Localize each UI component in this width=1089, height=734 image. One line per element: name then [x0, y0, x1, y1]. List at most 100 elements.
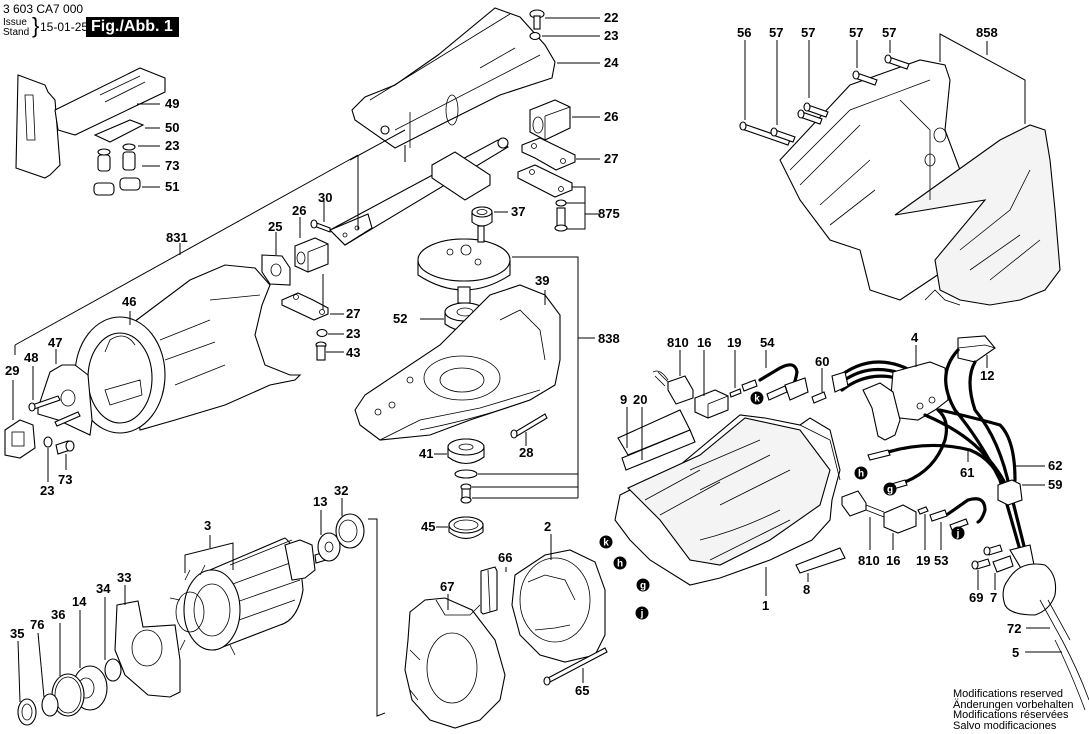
issue-label: Issue Stand — [3, 18, 29, 38]
callout-19: 19 — [727, 335, 741, 350]
callout-28: 28 — [519, 445, 533, 460]
housing-cover — [351, 7, 556, 162]
callout-810: 810 — [667, 335, 689, 350]
callout-51: 51 — [165, 179, 179, 194]
callout-32: 32 — [334, 483, 348, 498]
callout-49: 49 — [165, 96, 179, 111]
callout-73: 73 — [58, 472, 72, 487]
callout-4: 4 — [911, 330, 919, 345]
callout-19: 19 — [916, 553, 930, 568]
callout-20: 20 — [633, 392, 647, 407]
callout-23: 23 — [604, 28, 618, 43]
svg-text:h: h — [858, 469, 864, 480]
callout-22: 22 — [604, 10, 618, 25]
guide-block-26 — [529, 99, 571, 141]
plate-25 — [261, 254, 291, 286]
plug-12 — [957, 335, 996, 363]
brace-glyph: } — [32, 13, 40, 38]
connector-g: g — [636, 578, 650, 592]
callout-26: 26 — [292, 203, 306, 218]
strain-relief — [1002, 544, 1089, 711]
callout-50: 50 — [165, 120, 179, 135]
connector-g-wire: g — [883, 482, 897, 496]
plate-27b — [281, 292, 329, 321]
field-stator-2 — [511, 549, 606, 663]
notice-es: Salvo modificaciones — [953, 719, 1057, 732]
callout-73: 73 — [165, 158, 179, 173]
issue-label-de: Stand — [3, 27, 30, 38]
gear-wheel — [417, 225, 511, 304]
callout-8: 8 — [803, 582, 810, 597]
plunger-rod — [329, 137, 510, 246]
callout-57: 57 — [769, 25, 783, 40]
issue-label-en: Issue — [3, 17, 27, 28]
notice-en: Modifications reserved — [953, 688, 1064, 700]
svg-text:k: k — [603, 538, 609, 549]
modifications-notice: Modifications reserved Änderungen vorbeh… — [953, 689, 1073, 731]
fan-baffle-67 — [404, 597, 506, 729]
callout-13: 13 — [313, 494, 327, 509]
handle-housing-858 — [779, 59, 1061, 306]
callout-47: 47 — [48, 335, 62, 350]
callout-76: 76 — [30, 617, 44, 632]
callout-24: 24 — [604, 55, 619, 70]
callout-46: 46 — [122, 294, 136, 309]
callout-60: 60 — [815, 354, 829, 369]
issue-date: 15-01-25 — [40, 20, 89, 34]
callout-14: 14 — [72, 594, 87, 609]
callout-27: 27 — [604, 151, 618, 166]
connector-h: h — [613, 556, 627, 570]
blade-clamp-29 — [4, 419, 36, 459]
switch-4 — [862, 361, 949, 441]
ring-35 — [17, 698, 37, 726]
callout-12: 12 — [980, 368, 994, 383]
svg-text:j: j — [640, 609, 644, 620]
callout-67: 67 — [440, 579, 454, 594]
plate-27 — [521, 137, 576, 171]
brush-holder-16b — [883, 504, 917, 534]
connector-j: j — [635, 606, 649, 620]
callout-69: 69 — [969, 590, 983, 605]
bearing-37 — [471, 206, 493, 227]
screw-65 — [543, 647, 608, 686]
screw-22 — [529, 9, 545, 30]
callout-66: 66 — [498, 550, 512, 565]
callout-35: 35 — [10, 626, 24, 641]
callout-1: 1 — [762, 598, 769, 613]
svg-text:j: j — [956, 529, 960, 540]
armature-3 — [169, 537, 327, 656]
callout-59: 59 — [1048, 477, 1062, 492]
carbon-brush-810b — [841, 490, 885, 518]
connector-k-top: k — [750, 391, 764, 405]
callout-810: 810 — [858, 553, 880, 568]
svg-text:h: h — [617, 559, 623, 570]
callout-36: 36 — [51, 607, 65, 622]
cable-clamp-59 — [997, 479, 1023, 506]
connector-k: k — [599, 535, 613, 549]
callout-56: 56 — [737, 25, 751, 40]
screw-43 — [315, 341, 327, 361]
notice-de: Änderungen vorbehalten — [953, 698, 1074, 711]
callout-57: 57 — [849, 25, 863, 40]
notice-fr: Modifications réservées — [953, 709, 1069, 721]
callout-34: 34 — [96, 581, 111, 596]
motor-housing-1 — [614, 414, 841, 586]
callout-48: 48 — [24, 350, 38, 365]
bearing-13 — [317, 532, 341, 562]
callout-16: 16 — [697, 335, 711, 350]
callout-41: 41 — [419, 446, 433, 461]
callout-26: 26 — [604, 109, 618, 124]
svg-text:g: g — [887, 485, 893, 496]
brush-holder-16a — [694, 389, 729, 419]
callout-7: 7 — [990, 590, 997, 605]
screws-57 — [770, 54, 910, 143]
callout-53: 53 — [934, 553, 948, 568]
connector-j-wire: j — [951, 526, 965, 540]
callout-39: 39 — [535, 273, 549, 288]
callout-72: 72 — [1007, 621, 1021, 636]
callout-43: 43 — [346, 345, 360, 360]
callout-27: 27 — [346, 306, 360, 321]
plate-875 — [517, 164, 573, 232]
callout-57: 57 — [882, 25, 896, 40]
